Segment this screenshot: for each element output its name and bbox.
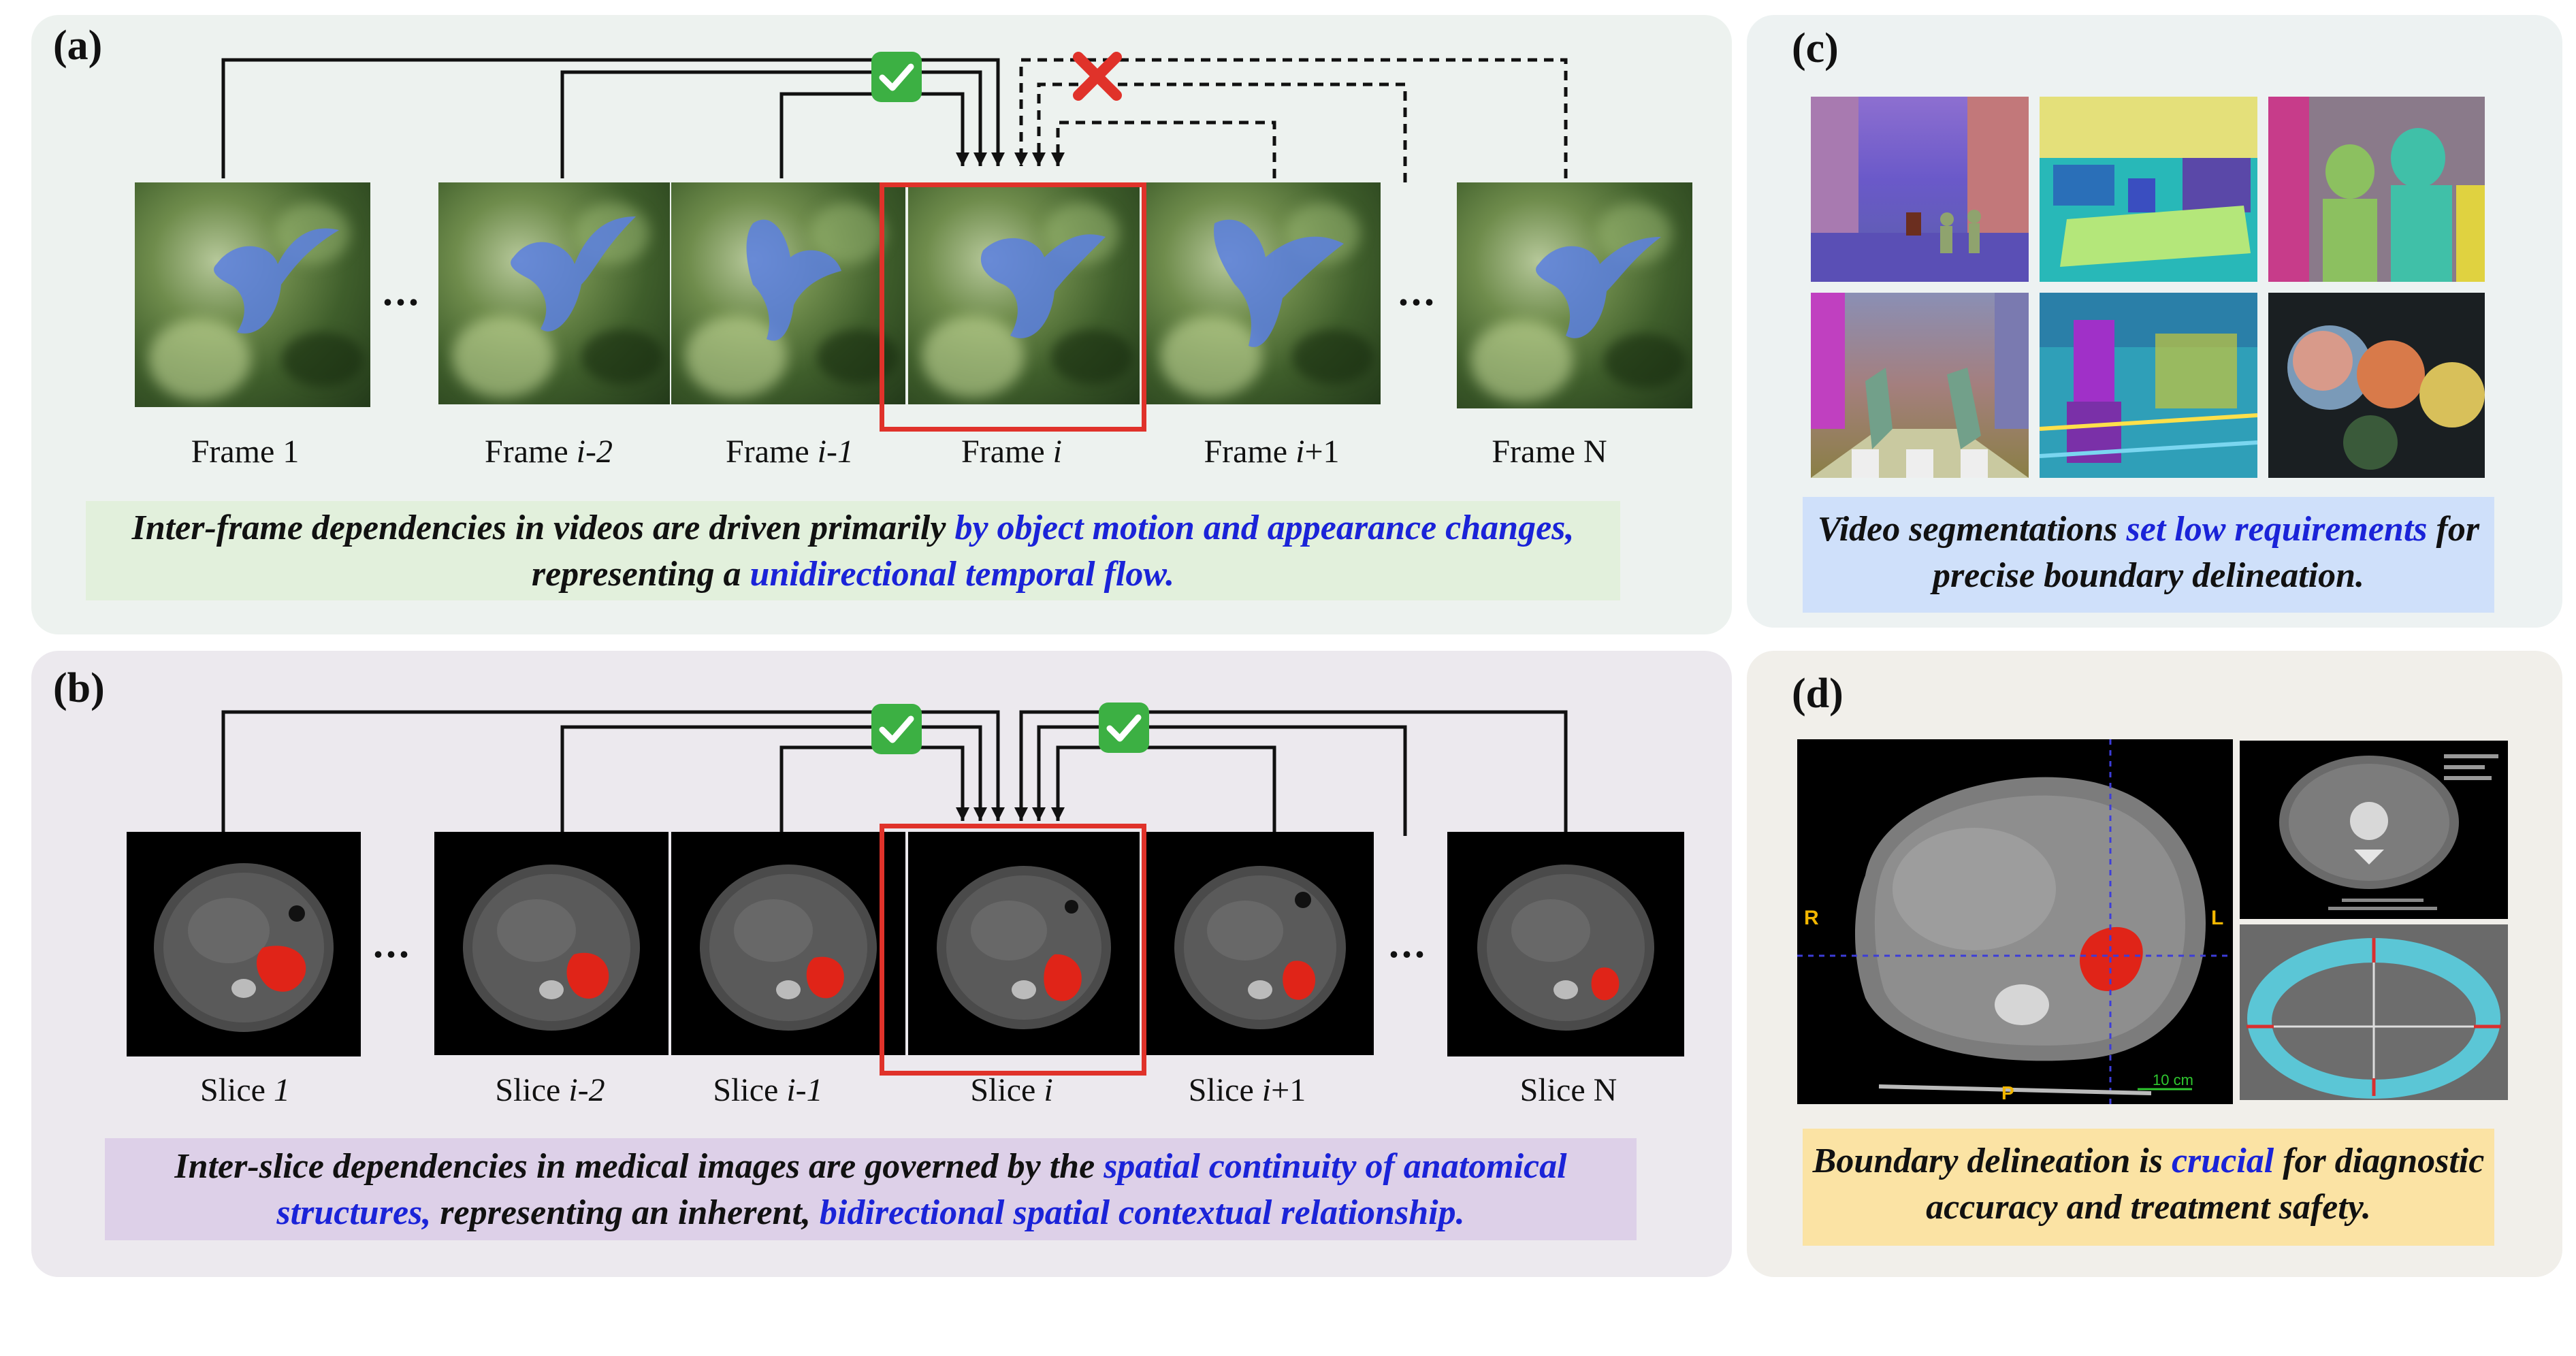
check-mark-icon (871, 52, 922, 102)
check-mark-icon (871, 704, 922, 754)
seg-thumb-street (1811, 97, 2029, 282)
connector-slice-i+1 (1051, 745, 1276, 832)
ct-slice-i-2 (434, 832, 669, 1055)
connector-slice-i-1 (779, 745, 969, 832)
panel-b-label: (b) (53, 665, 105, 711)
seg-thumb-kitchen (2040, 97, 2257, 282)
ct-axial-small (2240, 741, 2508, 919)
current-slice-highlight (880, 824, 1146, 1076)
video-frame-i (908, 182, 1140, 404)
ct-slice-i+1 (1146, 832, 1374, 1055)
connector-slice-n-1 (1032, 725, 1407, 836)
orientation-right: R (1804, 907, 1819, 929)
frame-label-1: Frame 1 (191, 434, 300, 470)
ct-axial-large: R L P 10 cm (1797, 739, 2233, 1104)
seg-thumb-cyclist (2040, 293, 2257, 478)
slice-label-i-1: Slice i-1 (713, 1072, 823, 1108)
connector-slice-1 (221, 710, 1005, 832)
ct-slice-i-1 (671, 832, 905, 1055)
seg-thumb-fruit (2268, 293, 2485, 478)
panel-c-caption: Video segmentations set low requirements… (1803, 497, 2494, 613)
video-frame-i-2 (438, 182, 670, 404)
current-frame-highlight (880, 182, 1146, 432)
slice-label-i+1: Slice i+1 (1188, 1072, 1306, 1108)
video-frame-n (1457, 182, 1692, 408)
frame-label-i: Frame i (961, 434, 1062, 470)
slice-label-i-2: Slice i-2 (495, 1072, 605, 1108)
scale-bar-label: 10 cm (2153, 1071, 2193, 1088)
ct-slice-i (908, 832, 1140, 1055)
panel-a-caption: Inter-frame dependencies in videos are d… (86, 501, 1620, 600)
frame-label-i-1: Frame i-1 (726, 434, 854, 470)
frame-label-i-2: Frame i-2 (485, 434, 613, 470)
slice-ellipsis-right: ... (1389, 921, 1428, 966)
slice-label-n: Slice N (1519, 1072, 1617, 1108)
video-frame-1 (135, 182, 370, 407)
panel-b-caption: Inter-slice dependencies in medical imag… (105, 1138, 1637, 1240)
cross-mark-icon (1073, 52, 1122, 101)
frame-ellipsis-left: ... (383, 269, 421, 314)
seg-thumb-crosswalk (1811, 293, 2029, 478)
frame-ellipsis-right: ... (1398, 269, 1437, 314)
seg-thumb-people (2268, 97, 2485, 282)
ct-ring-segmentation (2240, 924, 2508, 1100)
check-mark-icon (1099, 703, 1149, 753)
frame-label-i+1: Frame i+1 (1204, 434, 1340, 470)
connector-slice-i-2 (560, 725, 987, 832)
slice-label-1: Slice 1 (200, 1072, 290, 1108)
connector-frame-i-2 (560, 70, 987, 178)
panel-d-caption: Boundary delineation is crucial for diag… (1803, 1129, 2494, 1246)
ct-slice-1 (127, 832, 361, 1056)
panel-c-label: (c) (1792, 25, 1839, 71)
connector-slice-n (1014, 710, 1568, 832)
connector-frame-i+1-dashed (1051, 120, 1276, 178)
connector-frame-n-1-dashed (1032, 82, 1407, 182)
slice-label-i: Slice i (970, 1072, 1053, 1108)
panel-d-label: (d) (1792, 671, 1844, 717)
connector-frame-1 (221, 58, 1005, 178)
video-frame-i-1 (671, 182, 905, 404)
video-frame-i+1 (1146, 182, 1381, 404)
ct-slice-n (1447, 832, 1684, 1056)
orientation-left: L (2211, 907, 2224, 929)
orientation-posterior: P (2001, 1082, 2014, 1103)
panel-a-label: (a) (53, 22, 103, 69)
slice-ellipsis-left: ... (373, 921, 412, 966)
frame-label-n: Frame N (1492, 434, 1607, 470)
